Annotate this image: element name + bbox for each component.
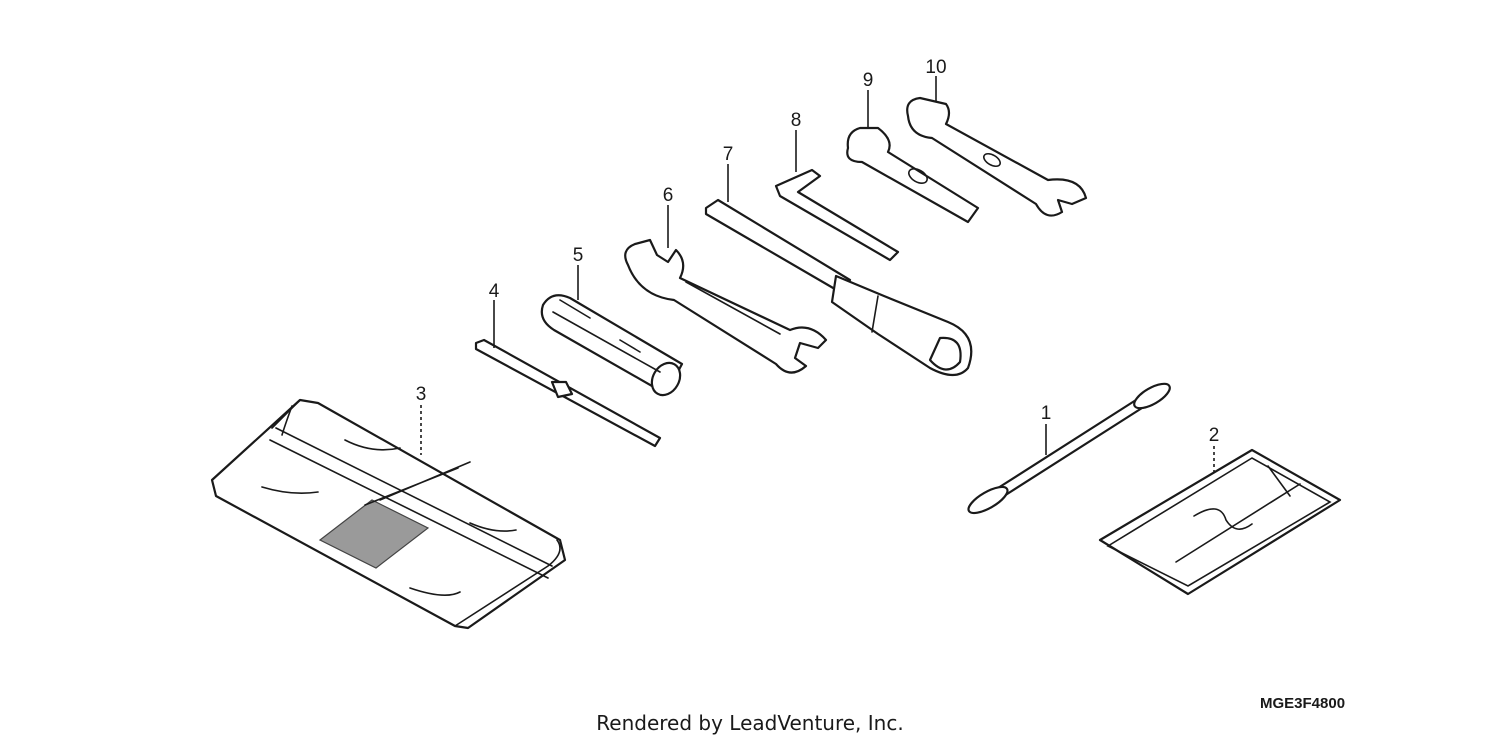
callout-5: 5 [573, 245, 584, 266]
screwdriver [474, 338, 662, 448]
hex-key [774, 168, 900, 262]
screwdriver-handle [540, 294, 684, 397]
callout-4: 4 [489, 281, 500, 302]
wrench-6 [624, 238, 828, 374]
callout-2: 2 [1209, 425, 1220, 446]
tool-bag [210, 398, 567, 630]
manual-pouch [1098, 448, 1342, 596]
credit-line: Rendered by LeadVenture, Inc. [596, 711, 903, 735]
callout-9: 9 [863, 70, 874, 91]
wrench-10 [906, 96, 1088, 217]
spanner-9 [846, 126, 980, 224]
strap-rod [967, 382, 1171, 515]
callout-1: 1 [1041, 403, 1052, 424]
callout-8: 8 [791, 110, 802, 131]
diagram-code: MGE3F4800 [1260, 695, 1345, 712]
callout-10: 10 [925, 57, 946, 78]
callout-6: 6 [663, 185, 674, 206]
callout-3: 3 [416, 384, 427, 405]
socket-wrench [704, 198, 973, 377]
callout-7: 7 [723, 144, 734, 165]
